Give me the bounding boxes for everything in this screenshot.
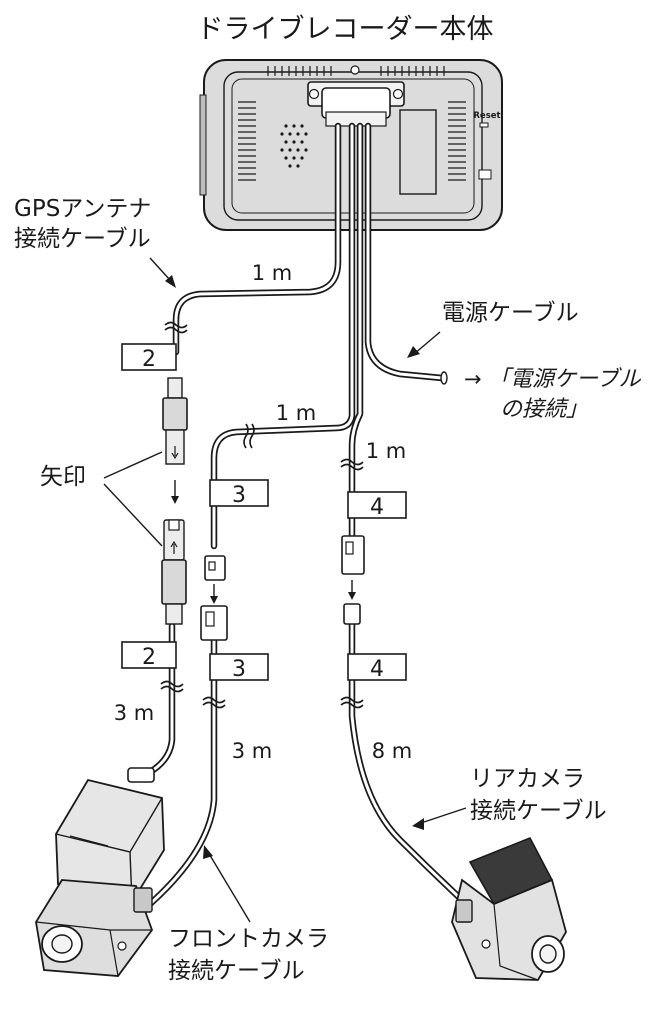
vent-slots-right	[448, 101, 466, 181]
front-connector-lower[interactable]	[200, 605, 228, 641]
arrow-label-leader-upper	[103, 451, 163, 479]
front-cable-lower	[146, 636, 218, 908]
tag-front-lower: 3	[209, 653, 269, 682]
gps-cable-label-line1: GPSアンテナ	[14, 196, 151, 222]
length-front-bottom: 3 m	[232, 739, 273, 763]
tag-front-upper-number: 3	[232, 483, 246, 508]
cable-break-marks	[160, 321, 364, 709]
gps-label-leader	[149, 257, 171, 281]
length-gps-bottom: 3 m	[114, 701, 155, 725]
gps-connector-female[interactable]	[161, 519, 187, 625]
tag-gps-upper: 2	[121, 343, 177, 372]
length-front-top: 1 m	[276, 401, 317, 425]
length-rear-top: 1 m	[366, 439, 407, 463]
tag-gps-lower: 2	[121, 641, 177, 670]
rear-cable-label-line2: 接続ケーブル	[470, 798, 607, 824]
card-slot-icon	[478, 169, 492, 180]
power-label-leader	[413, 331, 441, 355]
arrow-marker-label: 矢印	[40, 464, 86, 490]
tag-front-upper: 3	[209, 479, 269, 508]
gps-connector-male[interactable]	[162, 377, 188, 465]
tag-gps-lower-number: 2	[142, 645, 156, 670]
vent-slots-top	[267, 66, 445, 76]
card-slot-panel	[399, 109, 437, 195]
tag-rear-upper-number: 4	[370, 495, 384, 520]
diagram-title: ドライブレコーダー本体	[197, 14, 494, 45]
tag-rear-upper: 4	[347, 491, 407, 520]
tag-gps-upper-number: 2	[142, 347, 156, 372]
tag-rear-lower: 4	[347, 653, 407, 682]
rear-connector-upper[interactable]	[341, 535, 365, 575]
reset-button[interactable]	[479, 122, 489, 128]
front-cable-label-line1: フロントカメラ	[168, 926, 329, 952]
power-note-line2: の接続」	[500, 397, 588, 422]
main-connector	[307, 81, 405, 127]
front-camera-unit	[35, 767, 165, 977]
power-note-line1: 「電源ケーブル	[488, 367, 642, 392]
length-gps-top: 1 m	[252, 261, 293, 285]
gps-connect-arrows	[171, 480, 179, 504]
gps-cable-label-line2: 接続ケーブル	[14, 226, 151, 252]
speaker-grille	[280, 124, 308, 168]
power-cable-label: 電源ケーブル	[442, 300, 579, 326]
power-note-arrow: →	[464, 367, 482, 391]
reset-label: Reset	[473, 111, 500, 121]
length-rear-bottom: 8 m	[372, 739, 413, 763]
tag-front-lower-number: 3	[232, 657, 246, 682]
rear-connector-lower[interactable]	[343, 603, 361, 625]
tag-rear-lower-number: 4	[370, 657, 384, 682]
rear-connect-arrow	[348, 580, 356, 600]
rear-cable-label-line1: リアカメラ	[470, 766, 585, 792]
front-connector-upper[interactable]	[204, 555, 226, 581]
rear-label-leader	[417, 807, 467, 825]
front-cable-label-line2: 接続ケーブル	[168, 958, 305, 984]
rear-camera-unit	[451, 836, 567, 981]
arrow-label-leader-lower	[103, 483, 163, 547]
front-connect-arrow	[210, 584, 218, 604]
vent-slots-left	[238, 101, 256, 181]
front-label-leader	[207, 851, 251, 923]
